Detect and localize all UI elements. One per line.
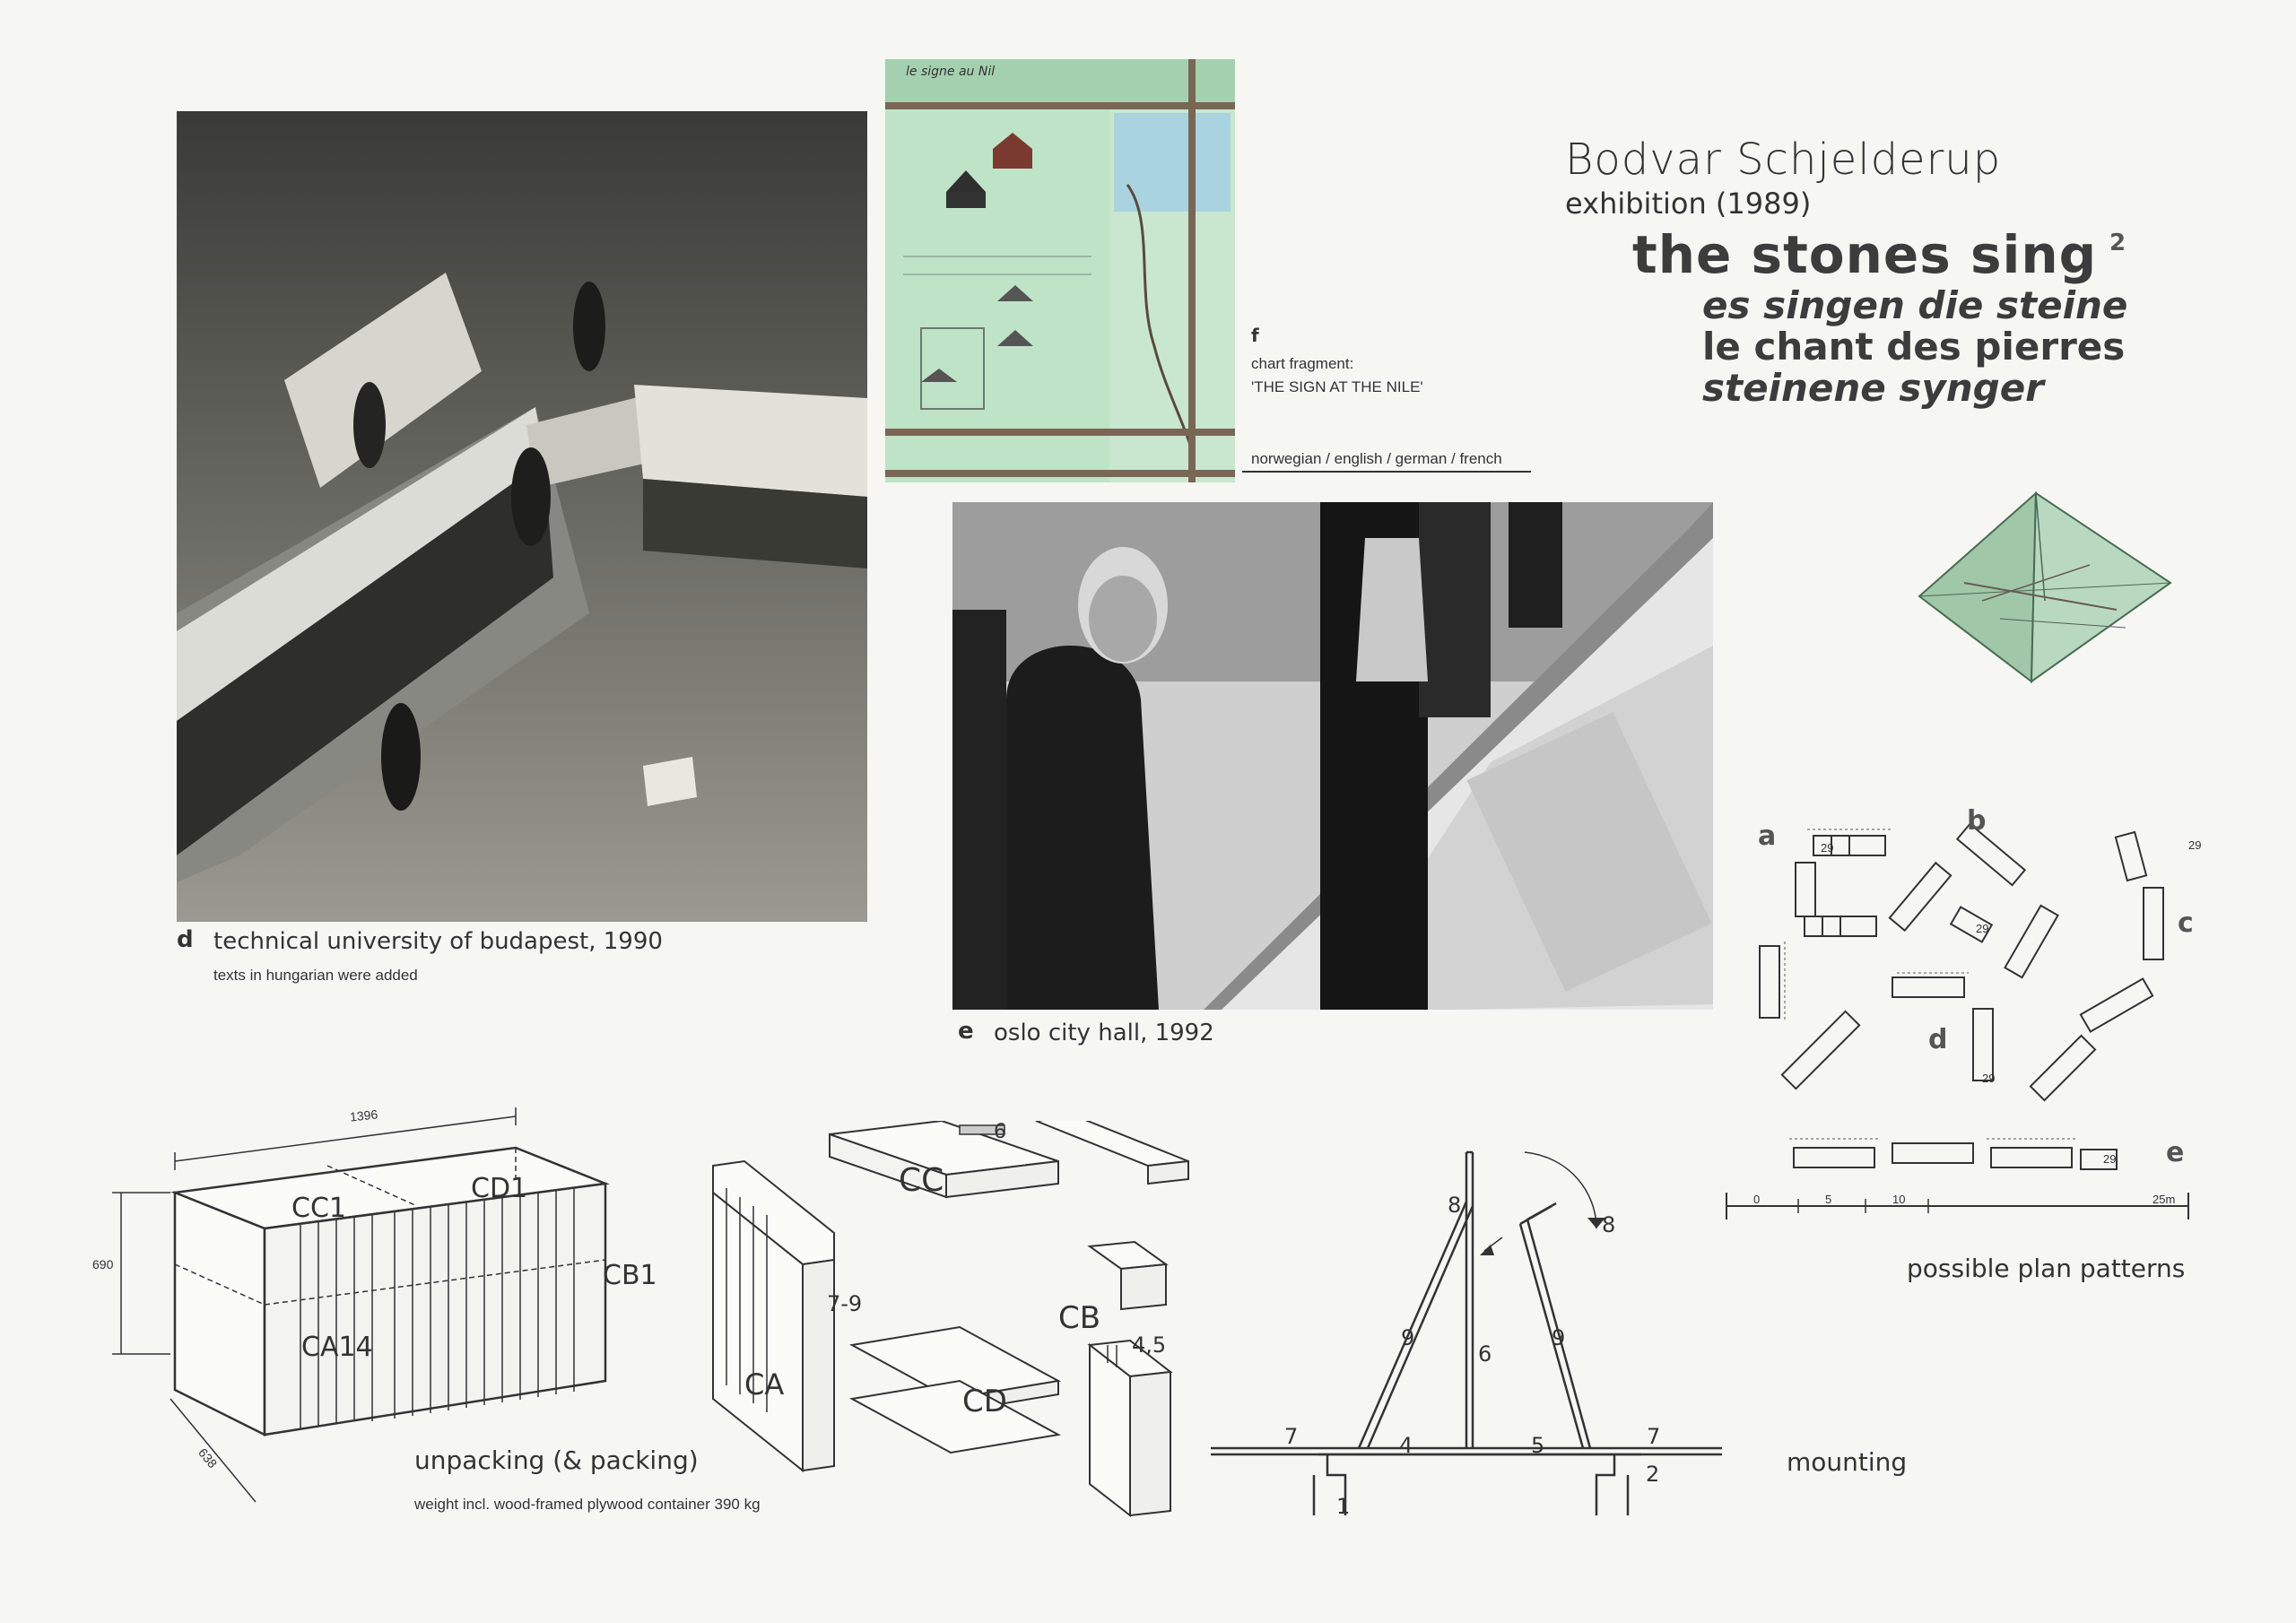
chart-caption-line2: 'THE SIGN AT THE NILE'	[1251, 378, 1423, 395]
title-norwegian: steinene synger	[1702, 366, 2044, 410]
mounting-drawing	[1211, 1139, 1731, 1524]
languages-list: norwegian / english / german / french	[1251, 450, 1502, 467]
chart-caption-line1: chart fragment:	[1251, 355, 1354, 372]
mount-label-8-right: 8	[1602, 1212, 1616, 1237]
title-english: the stones sing	[1632, 224, 2098, 285]
plan-label-c: c	[2178, 907, 2194, 939]
photo-oslo-city-hall	[952, 502, 1713, 1010]
plan-dim-a: 29	[1821, 841, 1834, 855]
mount-label-5: 5	[1531, 1433, 1545, 1458]
plan-patterns-caption: possible plan patterns	[1907, 1254, 2186, 1283]
mount-label-8-left: 8	[1448, 1193, 1462, 1218]
label-cd1: CD1	[471, 1173, 528, 1204]
letter-d: d	[177, 926, 194, 953]
label-cb: CB	[1058, 1300, 1101, 1336]
exploded-parts-drawing	[709, 1121, 1211, 1533]
mount-label-7-right: 7	[1647, 1424, 1661, 1449]
pyramid-icon	[1910, 475, 2179, 699]
chart-fragment-image	[885, 59, 1235, 482]
mount-label-4: 4	[1399, 1433, 1413, 1458]
plan-label-b: b	[1967, 805, 1987, 837]
label-cc: CC	[899, 1162, 944, 1199]
plan-dim-e: 29	[2103, 1152, 2117, 1166]
letter-e: e	[958, 1018, 974, 1045]
mount-label-1: 1	[1336, 1494, 1351, 1519]
note-hungarian: texts in hungarian were added	[213, 967, 418, 984]
mount-label-9-right: 9	[1552, 1325, 1566, 1350]
plan-dim-b: 29	[1976, 922, 1989, 935]
mount-label-6: 6	[1478, 1341, 1492, 1367]
plan-label-e: e	[2166, 1137, 2185, 1168]
label-cd: CD	[962, 1384, 1007, 1419]
plan-label-d: d	[1928, 1024, 1948, 1055]
title-german: es singen die steine	[1702, 283, 2128, 327]
title-french: le chant des pierres	[1702, 325, 2126, 369]
caption-budapest: technical university of budapest, 1990	[213, 928, 663, 955]
artist-name: Bodvar Schjelderup	[1565, 135, 2002, 185]
label-6-top: 6	[994, 1121, 1006, 1143]
scale-tick-25m: 25m	[2152, 1193, 2176, 1206]
mounting-caption: mounting	[1787, 1447, 1908, 1477]
label-ca: CA	[744, 1367, 785, 1402]
unpacking-caption: unpacking (& packing)	[414, 1445, 699, 1475]
label-4-5: 4,5	[1132, 1332, 1167, 1358]
scale-tick-5: 5	[1825, 1193, 1832, 1206]
plan-dim-d: 29	[1982, 1072, 1996, 1085]
label-7-9: 7-9	[827, 1291, 863, 1316]
label-cc1: CC1	[291, 1193, 346, 1224]
plan-dim-c: 29	[2188, 838, 2202, 852]
scale-tick-10: 10	[1892, 1193, 1906, 1206]
plan-patterns-diagram	[1722, 798, 2206, 1282]
caption-oslo: oslo city hall, 1992	[994, 1020, 1214, 1046]
mount-label-7-left: 7	[1284, 1424, 1299, 1449]
photo-budapest-exhibition	[177, 111, 867, 922]
mount-label-9-left: 9	[1401, 1325, 1415, 1350]
languages-divider	[1242, 471, 1531, 473]
weight-note: weight incl. wood-framed plywood contain…	[414, 1496, 761, 1513]
mount-label-2: 2	[1646, 1462, 1660, 1487]
container-isometric-drawing	[85, 1094, 731, 1524]
title-superscript: 2	[2109, 230, 2126, 256]
chart-overlay-text: le signe au Nil	[906, 65, 996, 79]
scale-tick-0: 0	[1753, 1193, 1761, 1206]
label-ca14: CA14	[301, 1332, 373, 1363]
letter-f: f	[1251, 325, 1259, 346]
label-cb1: CB1	[603, 1260, 657, 1291]
dim-width: 1396	[349, 1107, 378, 1124]
exhibition-year: exhibition (1989)	[1565, 187, 1812, 221]
plan-label-a: a	[1758, 820, 1777, 852]
dim-height: 690	[92, 1257, 114, 1271]
